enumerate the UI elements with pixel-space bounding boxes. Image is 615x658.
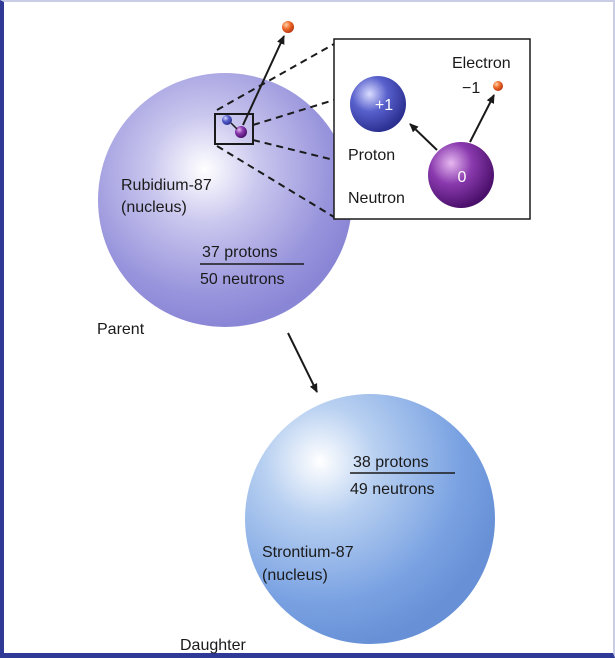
daughter-name: Strontium-87 [262,544,354,561]
daughter-sub: (nucleus) [262,567,328,584]
daughter-neutrons: 49 neutrons [350,481,435,498]
electron-sphere [493,81,503,91]
proton-charge: +1 [375,97,393,114]
daughter-nucleus-sphere [245,394,495,644]
electron-charge: −1 [462,80,480,97]
decay-arrow [288,333,317,392]
neutron-label: Neutron [348,190,405,207]
daughter-protons: 38 protons [353,454,429,471]
proton-label: Proton [348,147,395,164]
parent-protons: 37 protons [202,244,278,261]
parent-caption: Parent [97,321,145,338]
neutron-charge: 0 [458,169,467,186]
emitted-electron [282,21,294,33]
daughter-caption: Daughter [180,637,246,654]
parent-name: Rubidium-87 [121,177,212,194]
parent-neutrons: 50 neutrons [200,271,285,288]
electron-label: Electron [452,55,511,72]
parent-sub: (nucleus) [121,199,187,216]
